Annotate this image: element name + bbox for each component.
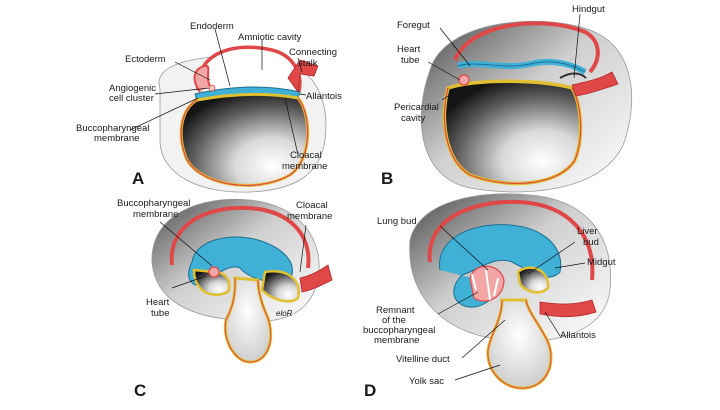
- panel-b-leaders: [427, 13, 581, 101]
- label-heart-tube-c-line2: tube: [151, 308, 170, 319]
- panel-d: Lung bud Liver bud Midgut Remnant of the…: [363, 193, 616, 400]
- panel-c-leaders: [159, 221, 307, 289]
- panel-letter-a: A: [132, 169, 144, 188]
- label-buccopharyngeal-c-line1: Buccopharyngeal: [117, 198, 190, 209]
- panel-b: Foregut Hindgut Heart tube Pericardial c…: [381, 4, 632, 193]
- panel-letter-d: D: [364, 381, 376, 400]
- panel-c-embryo: [151, 198, 333, 364]
- label-ectoderm: Ectoderm: [125, 54, 166, 65]
- label-liver-bud-line1: Liver: [577, 226, 598, 237]
- label-yolk-sac: Yolk sac: [409, 376, 444, 387]
- label-heart-tube-c-line1: Heart: [146, 297, 170, 308]
- label-cloacal-a-line1: Cloacal: [290, 150, 322, 161]
- artist-signature: eloR: [276, 309, 293, 318]
- label-heart-tube-b-line1: Heart: [397, 44, 421, 55]
- panel-b-embryo: [420, 20, 632, 193]
- label-liver-bud-line2: bud: [583, 237, 599, 248]
- label-midgut: Midgut: [587, 257, 616, 268]
- label-remnant-line1: Remnant: [376, 305, 415, 316]
- label-buccopharyngeal-c-line2: membrane: [133, 209, 178, 220]
- panel-letter-b: B: [381, 169, 393, 188]
- label-endoderm: Endoderm: [190, 21, 234, 32]
- label-vitelline-duct: Vitelline duct: [396, 354, 450, 365]
- panel-d-leaders: [437, 225, 586, 381]
- label-remnant-line3: buccopharyngeal: [363, 325, 435, 336]
- label-pericardial-line2: cavity: [401, 113, 426, 124]
- panel-a-embryo: [158, 45, 327, 193]
- panel-letter-c: C: [134, 381, 146, 400]
- label-hindgut: Hindgut: [572, 4, 605, 15]
- panel-c: Buccopharyngeal membrane Cloacal membran…: [117, 198, 333, 400]
- label-pericardial-line1: Pericardial: [394, 102, 439, 113]
- label-allantois-d: Allantois: [560, 330, 596, 341]
- label-cloacal-c-line2: membrane: [287, 211, 332, 222]
- label-amniotic-cavity: Amniotic cavity: [238, 32, 302, 43]
- panel-d-embryo: [409, 193, 612, 390]
- label-cloacal-c-line1: Cloacal: [296, 200, 328, 211]
- label-remnant-line2: of the: [382, 315, 406, 326]
- label-remnant-line4: membrane: [374, 335, 419, 346]
- label-heart-tube-b-line2: tube: [401, 55, 420, 66]
- label-angiogenic-line2: cell cluster: [109, 93, 154, 104]
- label-lung-bud: Lung bud: [377, 216, 417, 227]
- label-allantois-a: Allantois: [306, 91, 342, 102]
- label-connecting-stalk-line2: stalk: [298, 58, 318, 69]
- label-buccopharyngeal-a-line2: membrane: [94, 133, 139, 144]
- label-connecting-stalk-line1: Connecting: [289, 47, 337, 58]
- label-cloacal-a-line2: membrane: [282, 161, 327, 172]
- label-buccopharyngeal-a-line1: Buccopharyngeal: [76, 123, 149, 134]
- panel-a-leaders: [129, 28, 307, 156]
- panel-a: Endoderm Amniotic cavity Ectoderm Connec…: [76, 21, 342, 193]
- label-angiogenic-line1: Angiogenic: [109, 83, 156, 94]
- label-foregut: Foregut: [397, 20, 430, 31]
